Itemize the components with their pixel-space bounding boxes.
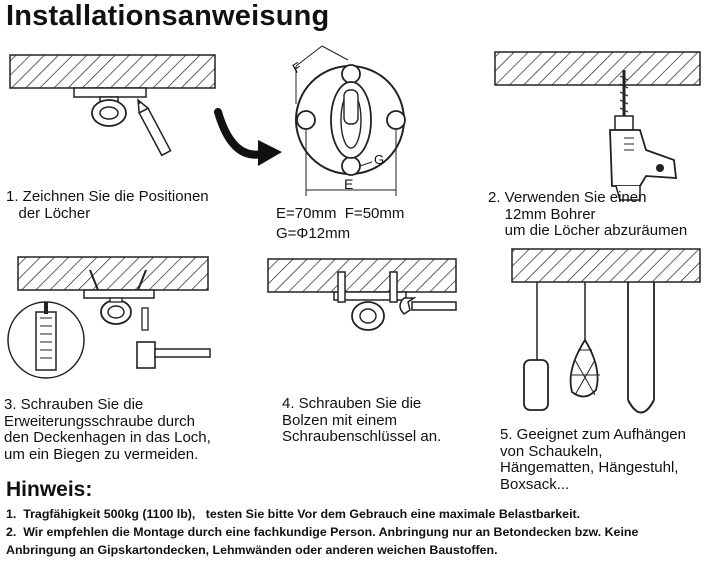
dimension-g-letter: G [374, 152, 385, 167]
step1-illustration [9, 54, 216, 157]
step3-illustration [7, 256, 211, 379]
step-1-caption: 1. Zeichnen Sie die Positionen der Löche… [6, 188, 209, 222]
caption-line: Erweiterungsschraube durch [4, 412, 195, 430]
caption-line: Bolzen mit einem [282, 411, 398, 429]
caption-line: Schraubenschlüssel an. [282, 428, 442, 445]
hinweis-note: Anbringung an Gipskartondecken, Lehmwänd… [6, 543, 498, 557]
dimension-g-text: G=Φ12mm [276, 225, 351, 242]
caption-line: 3. Schrauben Sie die [4, 396, 144, 413]
dimension-e-f-text: E=70mm F=50mm [276, 205, 405, 222]
dimension-e-letter: E [344, 176, 354, 192]
hinweis-note: 2. Wir empfehlen die Montage durch eine … [6, 525, 639, 539]
step2-illustration [494, 51, 701, 201]
step-5-caption: 5. Geeignet zum Aufhängen von Schaukeln,… [500, 426, 686, 493]
caption-line: den Deckenhagen in das Loch, [4, 429, 211, 446]
caption-line: Boxsack... [500, 475, 570, 493]
hinweis-notes: 1. Tragfähigkeit 500kg (1100 lb), testen… [6, 505, 638, 559]
step-2-caption: 2. Verwenden Sie einen 12mm Bohrer um di… [488, 189, 688, 240]
caption-line: 1. Zeichnen Sie die Positionen [6, 188, 209, 205]
caption-line: 4. Schrauben Sie die [282, 395, 422, 412]
hinweis-note: 1. Tragfähigkeit 500kg (1100 lb), testen… [6, 507, 581, 521]
page-title: Installationsanweisung [6, 0, 330, 32]
caption-line: um ein Biegen zu vermeiden. [4, 445, 199, 463]
mounting-plate-diagram [295, 45, 406, 196]
caption-line: 2. Verwenden Sie einen [488, 189, 647, 206]
step4-illustration [267, 258, 457, 331]
caption-line: um die Löcher abzuräumen [488, 222, 688, 239]
step-3-caption: 3. Schrauben Sie die Erweiterungsschraub… [4, 396, 211, 463]
caption-line: von Schaukeln, [500, 442, 603, 460]
caption-line: 5. Geeignet zum Aufhängen [500, 426, 686, 443]
hinweis-heading: Hinweis: [6, 478, 93, 501]
curved-arrow-icon [214, 108, 282, 166]
caption-line: Hängematten, Hängestuhl, [500, 459, 679, 476]
caption-line: der Löcher [6, 204, 91, 222]
step5-illustration [511, 248, 701, 414]
caption-line: 12mm Bohrer [488, 205, 596, 223]
step-4-caption: 4. Schrauben Sie die Bolzen mit einem Sc… [282, 395, 442, 446]
